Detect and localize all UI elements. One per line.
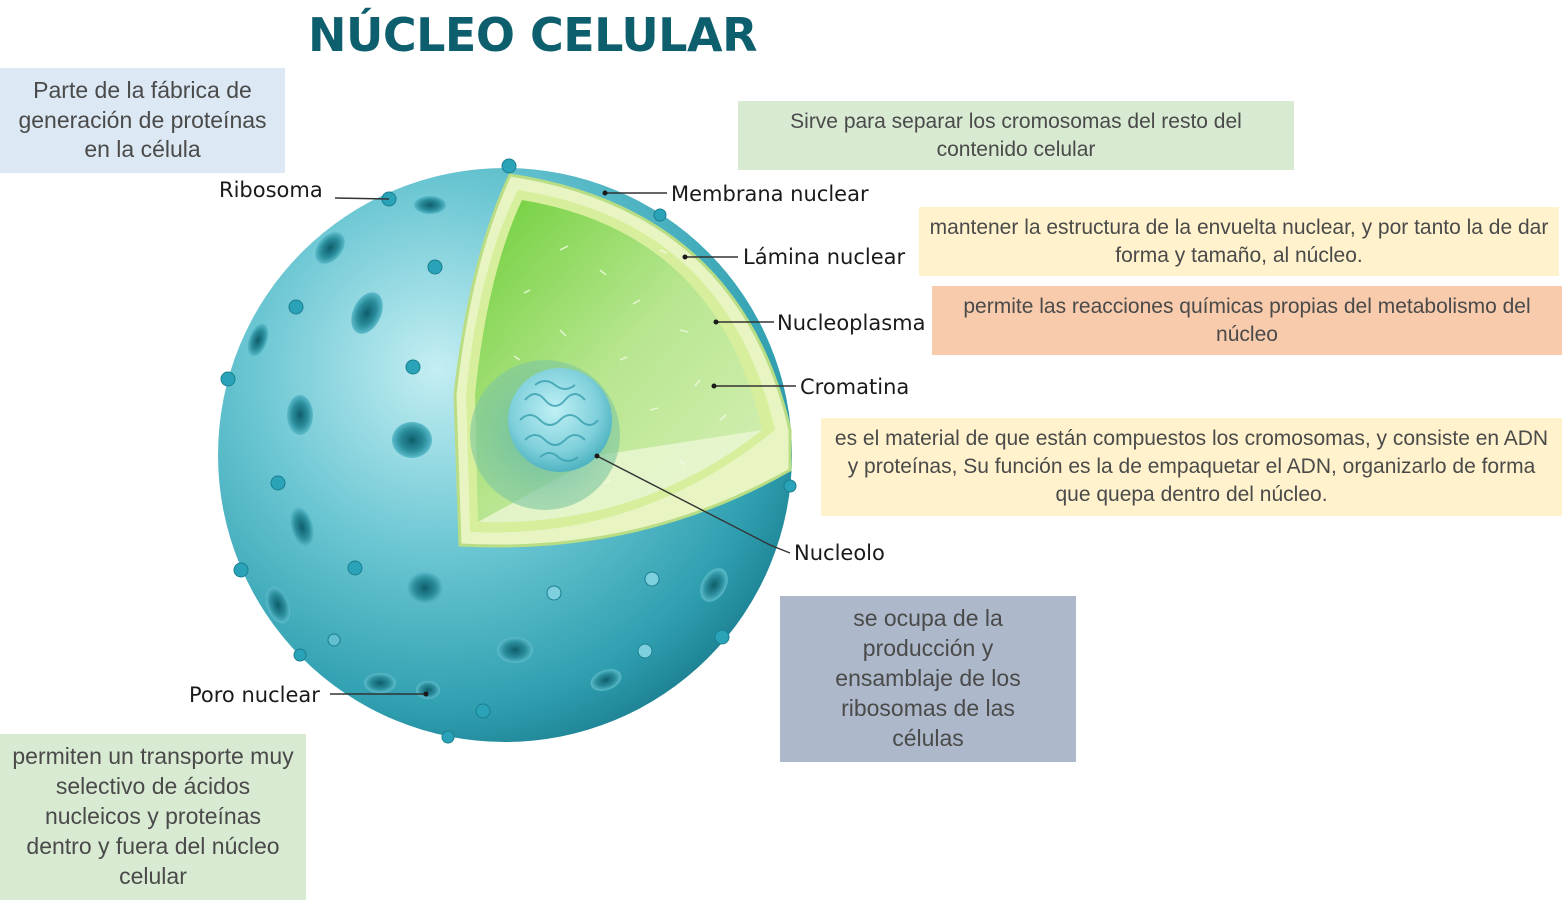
note-nucleoplasma: permite las reacciones químicas propias … (932, 286, 1562, 355)
label-lamina-nuclear: Lámina nuclear (743, 245, 905, 269)
note-lamina: mantener la estructura de la envuelta nu… (919, 207, 1559, 276)
note-ribosoma: Parte de la fábrica de generación de pro… (0, 68, 285, 173)
label-ribosoma: Ribosoma (219, 178, 323, 202)
label-poro-nuclear: Poro nuclear (189, 683, 320, 707)
note-poro: permiten un transporte muy selectivo de … (0, 734, 306, 900)
label-nucleoplasma: Nucleoplasma (777, 311, 925, 335)
label-cromatina: Cromatina (800, 375, 909, 399)
note-nucleolo: se ocupa de la producción y ensamblaje d… (780, 596, 1076, 762)
note-cromatina: es el material de que están compuestos l… (821, 418, 1562, 516)
note-membrana: Sirve para separar los cromosomas del re… (738, 101, 1294, 170)
label-membrana-nuclear: Membrana nuclear (671, 182, 869, 206)
label-nucleolo: Nucleolo (794, 541, 885, 565)
